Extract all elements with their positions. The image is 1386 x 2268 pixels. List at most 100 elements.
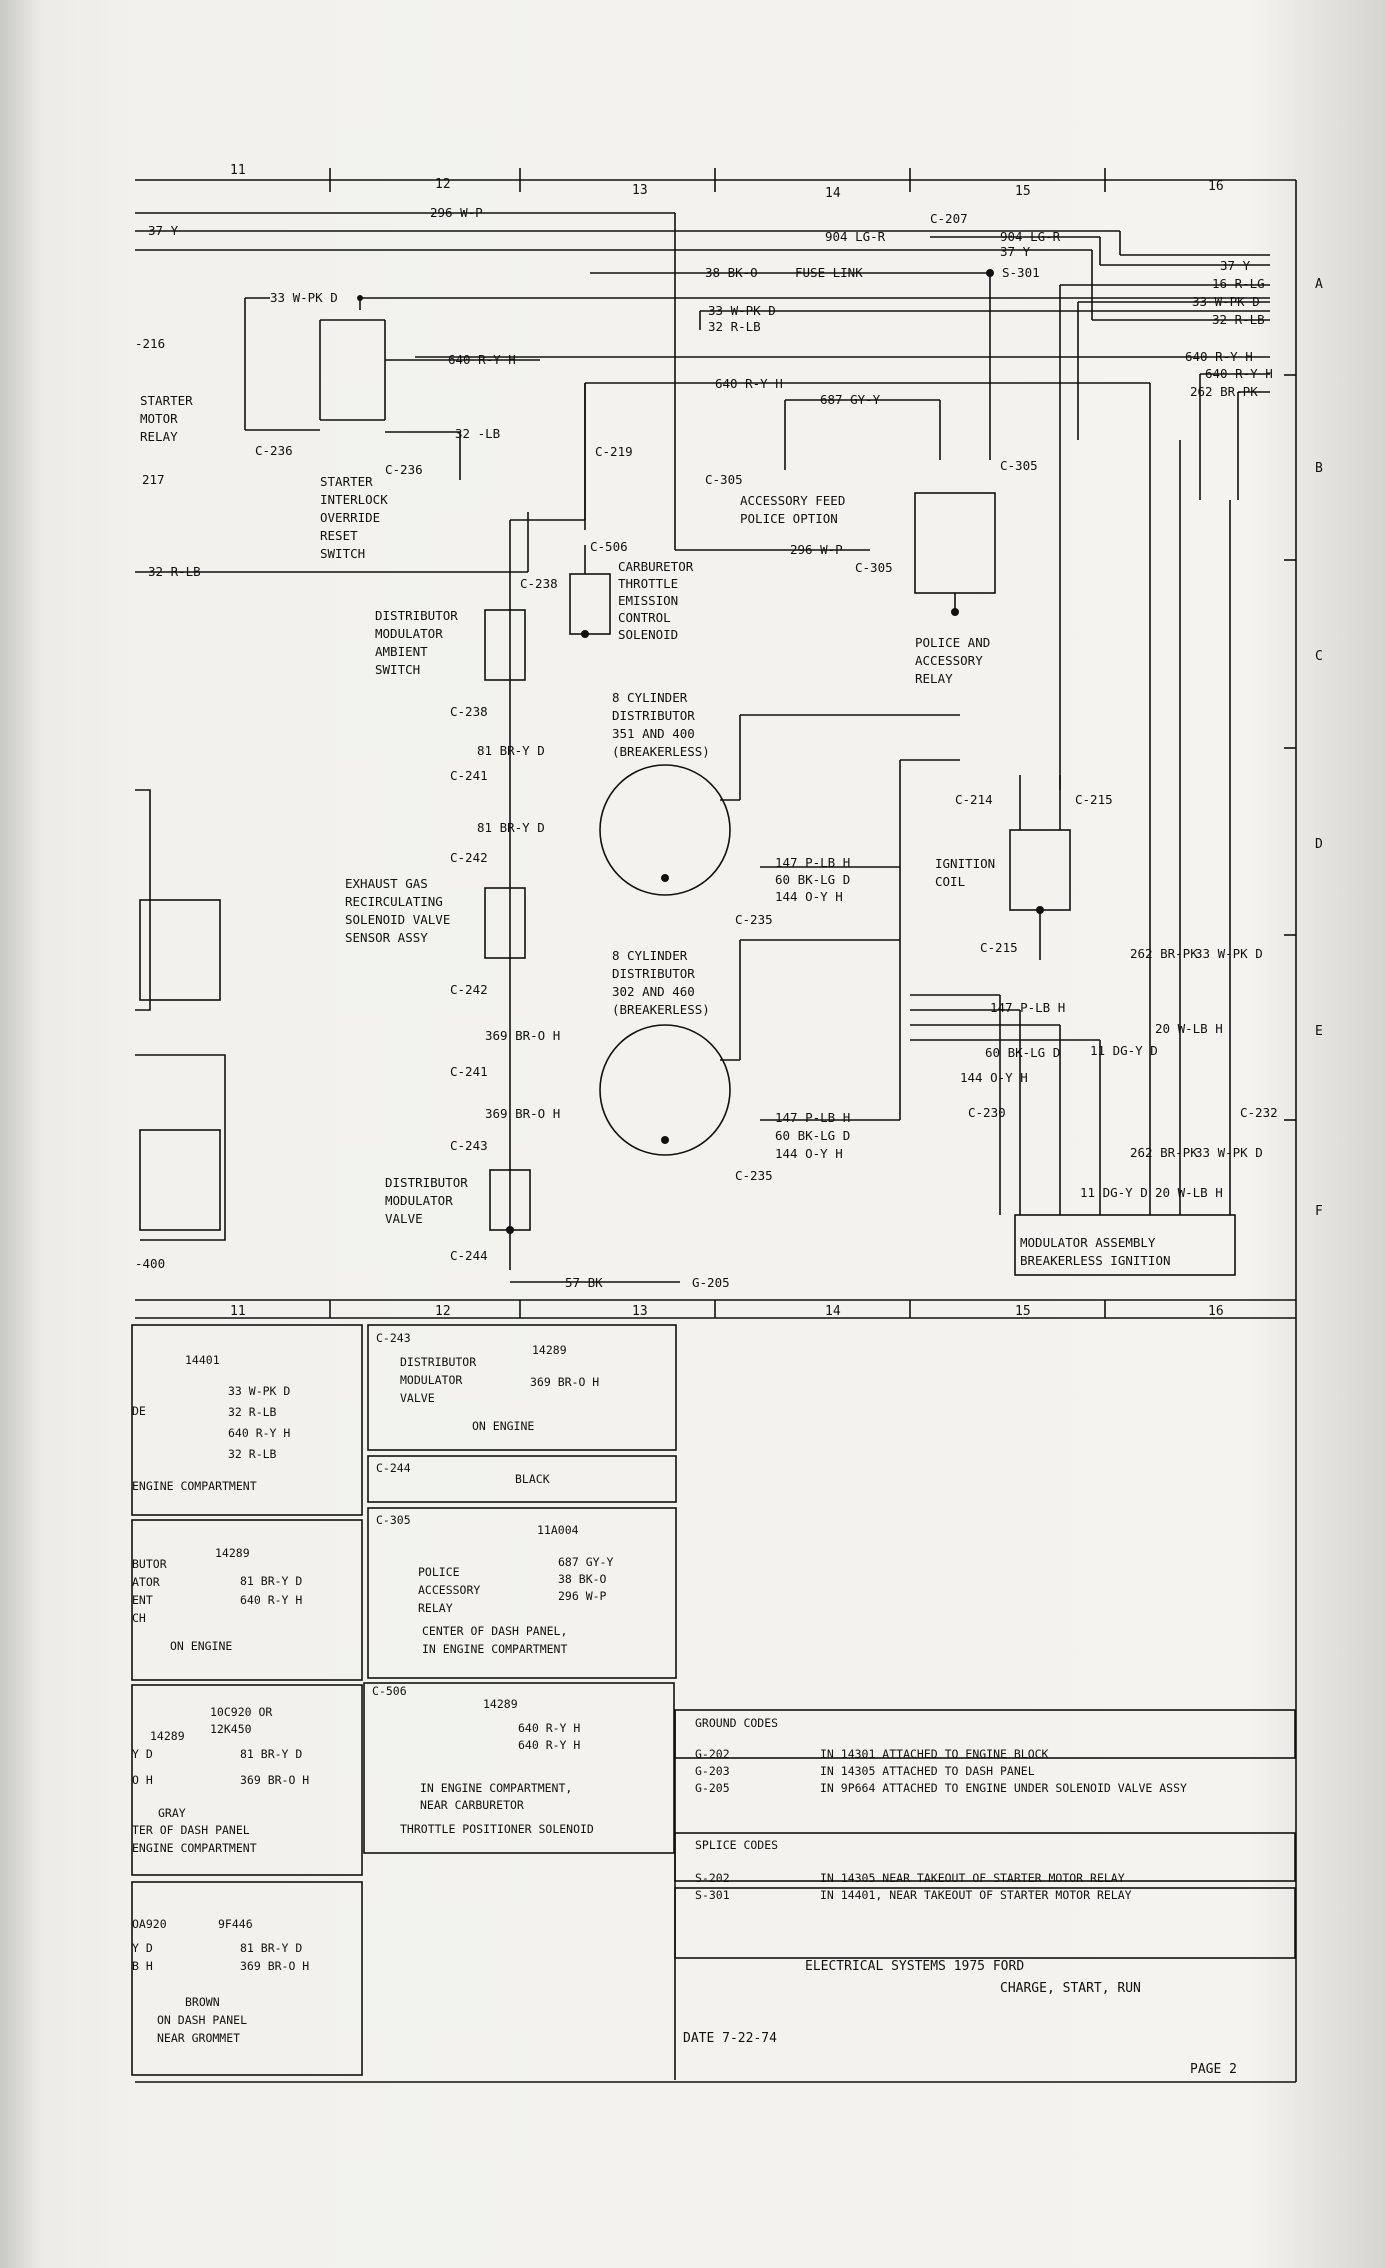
- distributor-modulator-switch-label: AMBIENT: [375, 644, 428, 659]
- connector-label: C-236: [385, 462, 423, 477]
- column-label: 12: [435, 177, 451, 192]
- document-title: ELECTRICAL SYSTEMS 1975 FORD: [805, 1959, 1024, 1974]
- wire-label: 904 LG-R: [825, 229, 886, 244]
- wire-label: 37 Y: [1220, 258, 1251, 273]
- row-label: D: [1315, 837, 1323, 852]
- modulator-assembly-label: MODULATOR ASSEMBLY: [1020, 1235, 1156, 1250]
- wire-label: 640 R-Y H: [1205, 366, 1273, 381]
- connector-label: C-235: [735, 1168, 773, 1183]
- pin-wire-label: 687 GY-Y: [558, 1555, 613, 1569]
- wire-label: 144 O-Y H: [960, 1070, 1028, 1085]
- column-label-bottom: 15: [1015, 1304, 1031, 1319]
- wire-label: 144 O-Y H: [775, 889, 843, 904]
- connector-code: C-305: [376, 1513, 411, 1527]
- connector-name: MODULATOR: [400, 1373, 462, 1387]
- connector-label: C-219: [595, 444, 633, 459]
- wire-label: 262 BR-PK: [1190, 384, 1258, 399]
- connector-color: GRAY: [158, 1806, 186, 1820]
- connector-id: OA920: [132, 1917, 167, 1931]
- connector-code: C-506: [372, 1684, 407, 1698]
- splice-codes-title: SPLICE CODES: [695, 1838, 778, 1852]
- connector-id: 12K450: [210, 1722, 252, 1736]
- pin-wire-label: 640 R-Y H: [518, 1721, 580, 1735]
- connector-name: POLICE: [418, 1565, 460, 1579]
- carburetor-solenoid-label: CONTROL: [618, 610, 671, 625]
- connector-note: THROTTLE POSITIONER SOLENOID: [400, 1822, 594, 1836]
- wire-label: -400: [135, 1256, 165, 1271]
- wire-label: 32 R-LB: [148, 564, 201, 579]
- column-label-bottom: 12: [435, 1304, 451, 1319]
- distributor-351-400-label: DISTRIBUTOR: [612, 708, 695, 723]
- column-label-bottom: 16: [1208, 1304, 1224, 1319]
- document-date: DATE 7-22-74: [683, 2031, 777, 2046]
- wire-label: FUSE LINK: [795, 265, 863, 280]
- ground-code-text: IN 14301 ATTACHED TO ENGINE BLOCK: [820, 1747, 1049, 1761]
- ignition-coil-label: IGNITION: [935, 856, 995, 871]
- wire-label: 81 BR-Y D: [477, 743, 545, 758]
- connector-side-label: CH: [132, 1611, 146, 1625]
- wire-label: 640 R-Y H: [715, 376, 783, 391]
- connector-label: C-242: [450, 850, 488, 865]
- wire-label: 369 BR-O H: [485, 1106, 560, 1121]
- wire-label: 57 BK: [565, 1275, 603, 1290]
- starter-motor-relay-label: STARTER: [140, 393, 193, 408]
- connector-label: C-305: [855, 560, 893, 575]
- connector-code: C-244: [376, 1461, 411, 1475]
- splice-code: S-202: [695, 1871, 730, 1885]
- distributor-302-460-label: (BREAKERLESS): [612, 1002, 710, 1017]
- wire-label: 262 BR-PK: [1130, 946, 1198, 961]
- connector-label: C-243: [450, 1138, 488, 1153]
- connector-label: C-242: [450, 982, 488, 997]
- wire-label: 60 BK-LG D: [985, 1045, 1060, 1060]
- wire-label: 32 R-LB: [708, 319, 761, 334]
- connector-label: C-214: [955, 792, 993, 807]
- ground-code: G-202: [695, 1747, 730, 1761]
- connector-caption: ON ENGINE: [170, 1639, 232, 1653]
- connector-name: DISTRIBUTOR: [400, 1355, 476, 1369]
- distributor-modulator-valve-label: MODULATOR: [385, 1193, 453, 1208]
- connector-side-label: Y D: [132, 1941, 153, 1955]
- wire-label: 147 P-LB H: [990, 1000, 1065, 1015]
- column-label: 14: [825, 186, 841, 201]
- ground-code: G-203: [695, 1764, 730, 1778]
- distributor-modulator-valve-label: DISTRIBUTOR: [385, 1175, 468, 1190]
- connector-side-label: DE: [132, 1404, 146, 1418]
- pin-wire-label: 38 BK-O: [558, 1572, 607, 1586]
- connector-id: 11A004: [537, 1523, 579, 1537]
- splice-label: S-301: [1002, 265, 1040, 280]
- connector-label: C-235: [735, 912, 773, 927]
- connector-label: C-238: [450, 704, 488, 719]
- carburetor-solenoid-label: EMISSION: [618, 593, 678, 608]
- pin-wire-label: 81 BR-Y D: [240, 1941, 302, 1955]
- wire-label: 37 Y: [1000, 244, 1031, 259]
- pin-wire-label: 369 BR-O H: [240, 1959, 309, 1973]
- document-subtitle: CHARGE, START, RUN: [1000, 1981, 1141, 1996]
- connector-side-label: ENT: [132, 1593, 153, 1607]
- starter-motor-relay-label: MOTOR: [140, 411, 178, 426]
- carburetor-solenoid-label: CARBURETOR: [618, 559, 694, 574]
- connector-label: C-506: [590, 539, 628, 554]
- wire-label: 16 R-LG: [1212, 276, 1265, 291]
- wire-label: 369 BR-O H: [485, 1028, 560, 1043]
- connector-label: C-232: [1240, 1105, 1278, 1120]
- wire-label: -216: [135, 336, 165, 351]
- wire-label: 33 W-PK D: [1195, 1145, 1263, 1160]
- wire-label: 32 R-LB: [1212, 312, 1265, 327]
- row-label: C: [1315, 649, 1323, 664]
- pin-wire-label: 640 R-Y H: [228, 1426, 290, 1440]
- starter-motor-relay-label: RELAY: [140, 429, 178, 444]
- connector-caption: ENGINE COMPARTMENT: [132, 1841, 257, 1855]
- wire-label: 904 LG-R: [1000, 229, 1061, 244]
- wire-label: 262 BR-PK: [1130, 1145, 1198, 1160]
- connector-caption: NEAR GROMMET: [157, 2031, 240, 2045]
- splice-code-text: IN 14305 NEAR TAKEOUT OF STARTER MOTOR R…: [820, 1871, 1125, 1885]
- connector-side-label: BUTOR: [132, 1557, 167, 1571]
- interlock-switch-label: STARTER: [320, 474, 373, 489]
- connector-id: 10C920 OR: [210, 1705, 272, 1719]
- connector-id: 14289: [215, 1546, 250, 1560]
- connector-side-label: ATOR: [132, 1575, 160, 1589]
- pin-wire-label: 640 R-Y H: [518, 1738, 580, 1752]
- egr-valve-label: EXHAUST GAS: [345, 876, 428, 891]
- accessory-feed-label: ACCESSORY FEED: [740, 493, 845, 508]
- connector-id: 14289: [532, 1343, 567, 1357]
